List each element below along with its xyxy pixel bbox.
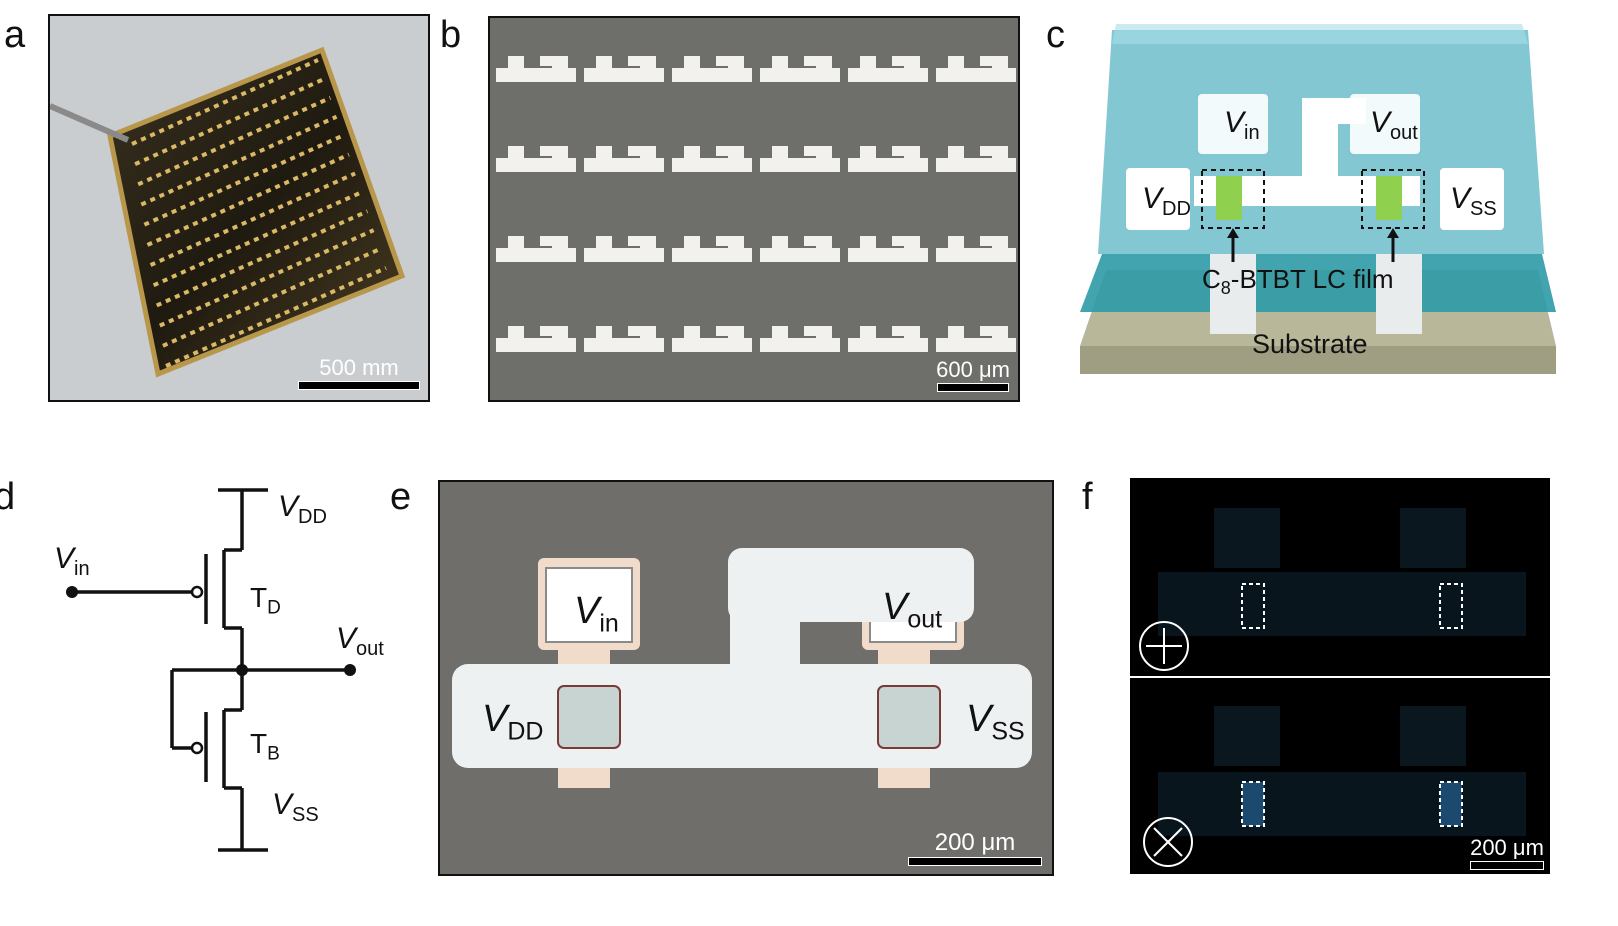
c-vout-label: Vout bbox=[1370, 106, 1418, 144]
device-schematic-3d bbox=[1080, 24, 1556, 374]
c-substrate-label: Substrate bbox=[1252, 329, 1368, 359]
c-film-label: C8-BTBT LC film bbox=[1202, 264, 1394, 299]
array-device bbox=[584, 326, 664, 352]
array-device bbox=[584, 236, 664, 262]
d-vin-label: Vin bbox=[54, 542, 90, 580]
array-device bbox=[760, 56, 840, 82]
array-device bbox=[848, 236, 928, 262]
panel-f-polarized: 200 μm bbox=[1130, 478, 1550, 874]
panel-a-photo: 500 mm bbox=[48, 14, 430, 402]
panel-letter-c: c bbox=[1046, 14, 1065, 56]
chip-device-row bbox=[134, 77, 326, 167]
scale-bar-e-label: 200 μm bbox=[934, 829, 1016, 856]
scale-bar-a: 500 mm bbox=[298, 355, 420, 390]
crossed-polarizer-icon bbox=[1143, 817, 1193, 867]
d-td-label: TD bbox=[250, 582, 281, 619]
d-vss-label: VSS bbox=[272, 788, 319, 826]
panel-c-schematic: Vin Vout VDD VSS C8-BTBT LC film Substra… bbox=[1076, 24, 1560, 384]
c-vin-label: Vin bbox=[1224, 106, 1260, 144]
c-vss-label: VSS bbox=[1450, 182, 1497, 220]
d-vdd-label: VDD bbox=[278, 490, 327, 528]
panel-letter-f: f bbox=[1082, 476, 1093, 518]
chip-device-row bbox=[149, 171, 356, 267]
scale-bar-e: 200 μm bbox=[908, 829, 1042, 866]
panel-b-micrograph: 600 μm bbox=[488, 16, 1020, 402]
parallel-polarizer-icon bbox=[1139, 621, 1189, 671]
scale-bar-f: 200 μm bbox=[1470, 835, 1544, 870]
scale-bar-b-label: 600 μm bbox=[936, 357, 1010, 382]
inverter-circuit-diagram bbox=[66, 488, 356, 852]
array-device bbox=[936, 326, 1016, 352]
array-device bbox=[496, 236, 576, 262]
array-device bbox=[496, 56, 576, 82]
array-device bbox=[672, 146, 752, 172]
e-vout-label: Vout bbox=[882, 586, 943, 634]
scale-bar-b: 600 μm bbox=[936, 357, 1010, 392]
array-device bbox=[496, 326, 576, 352]
array-device bbox=[672, 236, 752, 262]
array-device bbox=[936, 56, 1016, 82]
scale-bar-f-label: 200 μm bbox=[1470, 835, 1544, 860]
polarized-micrographs bbox=[1130, 508, 1550, 867]
chip-device-row bbox=[152, 190, 363, 288]
array-device bbox=[936, 146, 1016, 172]
d-tb-label: TB bbox=[250, 728, 280, 765]
array-device bbox=[848, 146, 928, 172]
panel-d-circuit: VDD Vin TD Vout TB VSS bbox=[40, 470, 420, 870]
device-array bbox=[496, 56, 1016, 352]
d-vout-label: Vout bbox=[336, 622, 384, 660]
panel-letter-a: a bbox=[4, 14, 26, 56]
panel-e-micrograph: Vin Vout VDD VSS 200 μm bbox=[438, 480, 1054, 876]
array-device bbox=[848, 56, 928, 82]
array-device bbox=[584, 146, 664, 172]
panel-letter-d: d bbox=[0, 476, 16, 518]
panel-letter-b: b bbox=[440, 14, 462, 56]
array-device bbox=[672, 326, 752, 352]
scale-bar-a-label: 500 mm bbox=[319, 355, 399, 380]
chip-photo-illustration bbox=[50, 46, 406, 378]
chip-device-row bbox=[146, 152, 350, 247]
panel-letter-e: e bbox=[390, 476, 412, 518]
e-vss-label: VSS bbox=[966, 698, 1025, 746]
chip-device-row bbox=[155, 209, 369, 308]
e-vin-label: Vin bbox=[574, 590, 619, 638]
array-device bbox=[760, 146, 840, 172]
array-device bbox=[848, 326, 928, 352]
single-device-micrograph bbox=[452, 548, 1032, 788]
chip-device-row bbox=[165, 266, 387, 368]
e-vdd-label: VDD bbox=[482, 698, 544, 746]
array-device bbox=[584, 56, 664, 82]
array-device bbox=[936, 236, 1016, 262]
chip-device-row bbox=[143, 133, 344, 227]
chip-device-row bbox=[131, 58, 319, 146]
array-device bbox=[760, 326, 840, 352]
array-device bbox=[760, 236, 840, 262]
array-device bbox=[672, 56, 752, 82]
c-vdd-label: VDD bbox=[1142, 182, 1191, 220]
array-device bbox=[496, 146, 576, 172]
